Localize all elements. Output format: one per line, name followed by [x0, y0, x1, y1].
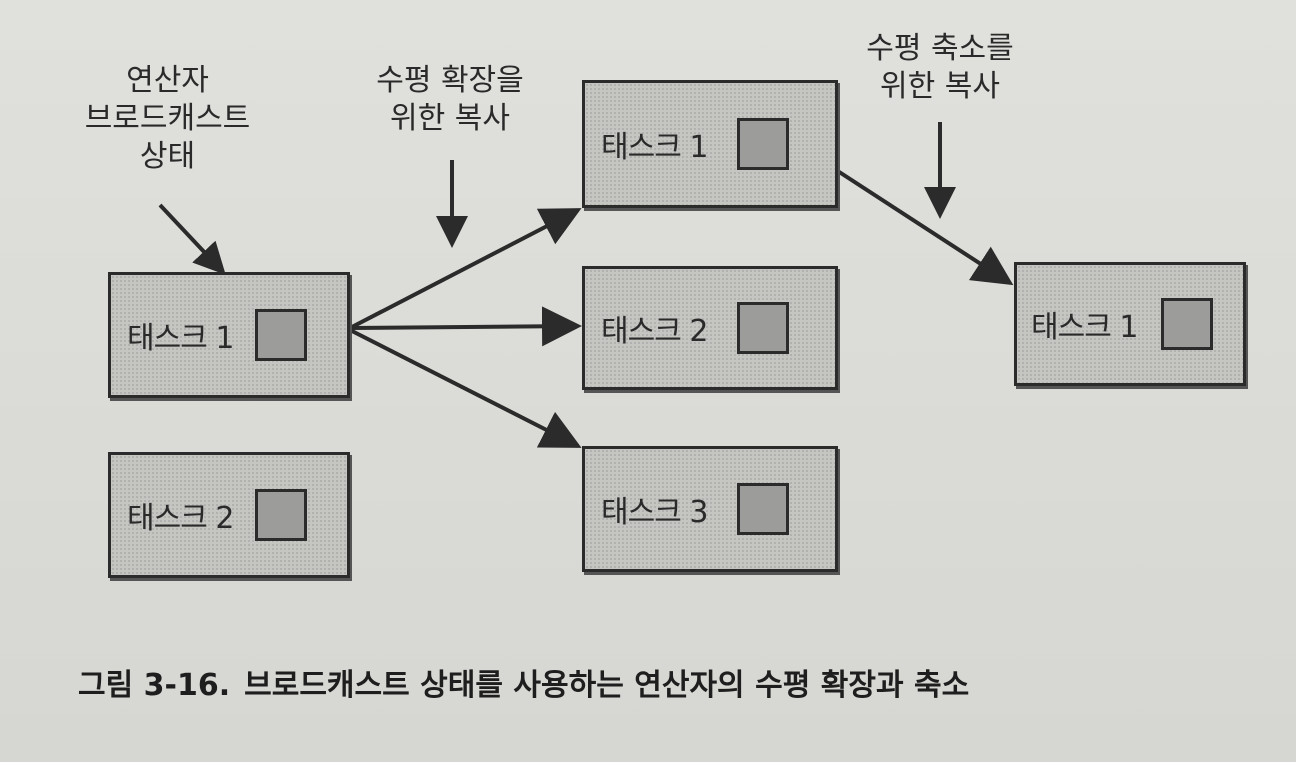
- middle-task-1: 태스크 1: [582, 80, 838, 208]
- caption-number: 그림 3-16.: [78, 668, 231, 703]
- broadcast-state-square: [737, 118, 789, 170]
- broadcast-state-line-2: 브로드캐스트: [84, 101, 251, 136]
- task-label: 태스크 1: [127, 321, 234, 356]
- scale-out-line-2: 위한 복사: [390, 101, 510, 136]
- pointer-broadcast-state: [158, 203, 226, 275]
- figure-caption: 그림 3-16. 브로드캐스트 상태를 사용하는 연산자의 수평 확장과 축소: [78, 660, 969, 704]
- left-task-2: 태스크 2: [108, 452, 350, 578]
- broadcast-state-square: [255, 309, 307, 361]
- broadcast-state-line-1: 연산자: [126, 63, 209, 98]
- task-label: 태스크 2: [601, 314, 708, 349]
- arrow-to-middle-task-1: [349, 208, 582, 330]
- broadcast-state-line-3: 상태: [139, 139, 196, 174]
- broadcast-state-square: [737, 302, 789, 354]
- scale-in-label: 수평 축소를 위한 복사: [820, 30, 1060, 106]
- broadcast-state-square: [737, 483, 789, 535]
- task-label: 태스크 3: [601, 495, 708, 530]
- scale-in-line-2: 위한 복사: [880, 69, 1000, 104]
- middle-task-3: 태스크 3: [582, 446, 838, 572]
- arrow-to-middle-task-2: [349, 306, 582, 347]
- task-label: 태스크 1: [601, 130, 708, 165]
- scale-out-label: 수평 확장을 위한 복사: [330, 62, 570, 138]
- left-task-1: 태스크 1: [108, 272, 350, 398]
- middle-task-2: 태스크 2: [582, 266, 838, 390]
- arrow-to-middle-task-3: [349, 328, 582, 448]
- task-label: 태스크 1: [1031, 310, 1138, 345]
- caption-text: 브로드캐스트 상태를 사용하는 연산자의 수평 확장과 축소: [244, 668, 970, 703]
- scale-out-line-1: 수평 확장을: [376, 63, 524, 98]
- broadcast-state-label: 연산자 브로드캐스트 상태: [50, 62, 285, 176]
- task-label: 태스크 2: [127, 501, 234, 536]
- broadcast-state-square: [1161, 298, 1213, 350]
- right-task-1: 태스크 1: [1014, 262, 1246, 386]
- broadcast-state-square: [255, 489, 307, 541]
- scale-in-line-1: 수평 축소를: [866, 31, 1014, 66]
